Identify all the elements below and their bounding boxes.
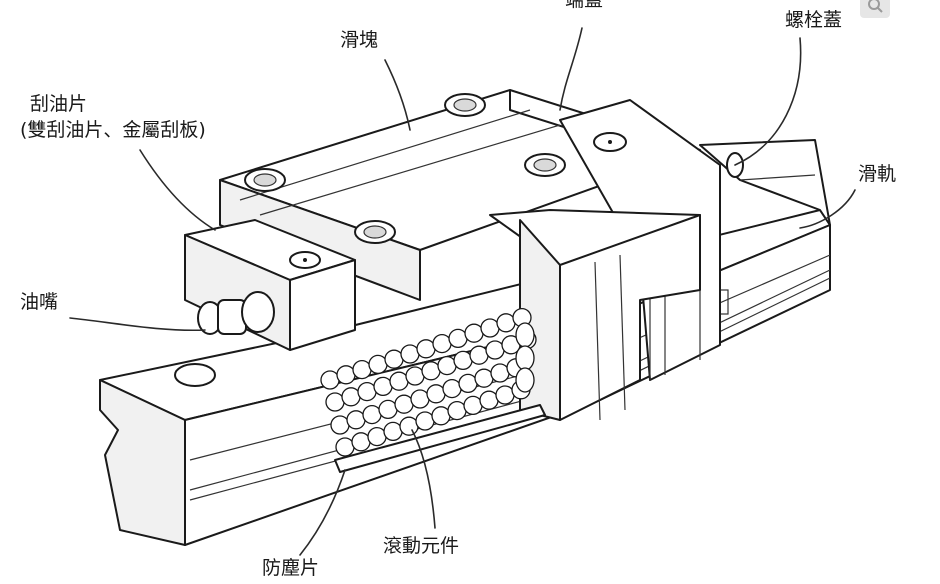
label-scraper: 刮油片 (30, 93, 88, 115)
ball (383, 421, 403, 442)
label-dust-strip: 防塵片 (262, 557, 320, 579)
leader-dust-strip (299, 469, 346, 556)
leader-scraper (139, 149, 216, 231)
ball (378, 399, 398, 420)
magnifier-icon (868, 0, 883, 13)
ball (437, 355, 457, 376)
ball (453, 350, 473, 371)
ball (474, 368, 494, 388)
ball (410, 389, 430, 409)
ball (458, 373, 478, 394)
ball (335, 437, 355, 457)
ball (362, 404, 382, 425)
leader-rail (799, 189, 856, 229)
ball-return (515, 322, 535, 348)
grease-nipple (197, 291, 275, 335)
label-grease-nipple: 油嘴 (20, 291, 59, 313)
ball (480, 318, 500, 338)
ball (431, 406, 451, 426)
ball (495, 385, 515, 405)
ball (421, 361, 441, 381)
ball (415, 411, 435, 431)
ball-return (515, 345, 535, 371)
ball-return (515, 367, 535, 393)
ball (368, 354, 388, 375)
ball (447, 400, 467, 421)
ball (351, 432, 371, 452)
ball (496, 313, 516, 333)
ball (341, 387, 361, 407)
ball (469, 345, 489, 365)
ball (357, 381, 377, 402)
label-bolt-cap: 螺栓蓋 (785, 9, 843, 31)
dust-strip (334, 404, 546, 473)
ball (367, 426, 387, 447)
ball (330, 415, 350, 435)
ball (394, 394, 414, 414)
ball (432, 333, 452, 354)
ball (320, 370, 340, 390)
ball (325, 392, 345, 412)
ball (485, 340, 505, 360)
leader-end-cap (559, 27, 583, 111)
leader-block (384, 59, 411, 131)
ball (352, 359, 372, 380)
ball (479, 390, 499, 410)
label-rolling-elements: 滾動元件 (383, 535, 460, 557)
ball (442, 378, 462, 399)
ball (400, 344, 420, 364)
ball (416, 339, 436, 359)
ball (463, 395, 483, 416)
label-scraper-detail: (雙刮油片、金屬刮板) (20, 119, 206, 141)
label-rail: 滑軌 (858, 163, 897, 185)
leader-bolt-cap (734, 37, 802, 166)
label-block: 滑塊 (340, 29, 379, 51)
ball (399, 416, 419, 436)
leader-rolling (411, 429, 436, 529)
ball (346, 410, 366, 430)
front-housing (489, 209, 701, 421)
ball (384, 349, 404, 369)
label-end-cap: 端蓋 (565, 0, 604, 11)
zoom-button[interactable] (860, 0, 890, 18)
ball (336, 365, 356, 385)
leader-grease-nipple (69, 317, 206, 332)
ball (405, 366, 425, 386)
ball (426, 384, 446, 404)
ball (373, 376, 393, 397)
ball (389, 371, 409, 391)
ball (464, 323, 484, 343)
ball (448, 328, 468, 349)
ball (490, 363, 510, 383)
rolling-elements (320, 307, 537, 457)
